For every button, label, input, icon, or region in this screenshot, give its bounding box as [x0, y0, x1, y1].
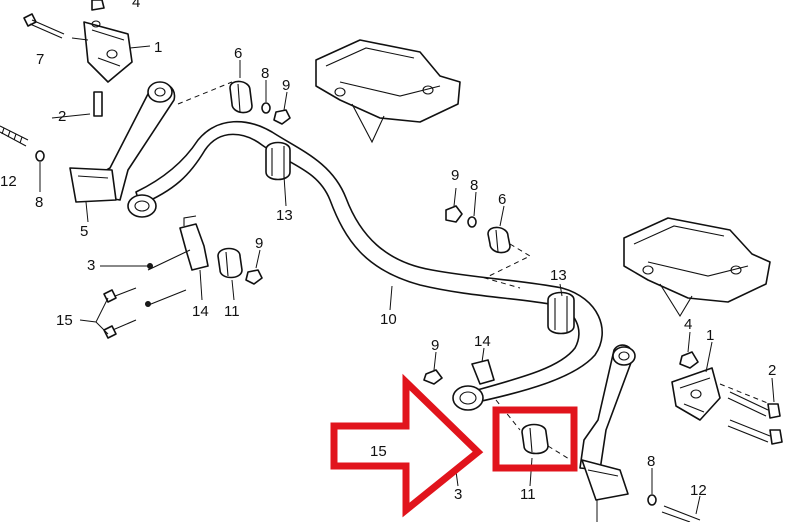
crossmember-top	[315, 39, 461, 144]
highlight-box	[492, 406, 578, 472]
right-link	[579, 344, 701, 522]
callout-12: 12	[0, 173, 17, 190]
right-bracket	[671, 351, 783, 445]
upper-bushing-set	[177, 80, 291, 125]
callout-8: 8	[470, 177, 478, 194]
callout-11: 11	[224, 303, 240, 320]
callout-8: 8	[261, 65, 269, 82]
callout-labels: 4 1 7 2 6 8 9 12 8 5 13 9 8 6 3 9 14 11 …	[0, 0, 776, 503]
callout-13: 13	[276, 207, 293, 224]
callout-4: 4	[684, 316, 692, 333]
callout-9: 9	[431, 337, 439, 354]
callout-3: 3	[87, 257, 95, 274]
highlighted-bushing-11	[521, 423, 575, 463]
callout-6: 6	[234, 45, 242, 62]
callout-14: 14	[192, 303, 209, 320]
callout-9: 9	[255, 235, 263, 252]
callout-13: 13	[550, 267, 567, 284]
highlight-annotation	[330, 373, 578, 518]
bolt-7	[23, 13, 65, 39]
callout-8: 8	[35, 194, 43, 211]
left-link	[69, 81, 176, 203]
callout-15: 15	[56, 312, 73, 329]
callout-2: 2	[768, 362, 776, 379]
crossmember-right	[623, 217, 771, 318]
callout-9: 9	[451, 167, 459, 184]
middle-bushing-set	[445, 205, 532, 289]
callout-14: 14	[474, 333, 491, 350]
callout-15: 15	[370, 443, 387, 460]
left-bracket	[71, 0, 133, 83]
highlight-arrow	[330, 373, 484, 518]
callout-1: 1	[706, 327, 714, 344]
callout-7: 7	[36, 51, 44, 68]
callout-3: 3	[454, 486, 462, 503]
stabilizer-bar	[127, 120, 603, 411]
callout-5: 5	[80, 223, 88, 240]
callout-9: 9	[282, 77, 290, 94]
callout-1: 1	[154, 39, 162, 56]
callout-10: 10	[380, 311, 397, 328]
callout-8: 8	[647, 453, 655, 470]
bolt-12-left	[0, 125, 45, 162]
callout-12: 12	[690, 482, 707, 499]
left-clamp-set	[103, 215, 263, 339]
callout-2: 2	[58, 108, 66, 125]
callout-6: 6	[498, 191, 506, 208]
callout-4: 4	[132, 0, 140, 11]
callout-11: 11	[520, 486, 536, 503]
